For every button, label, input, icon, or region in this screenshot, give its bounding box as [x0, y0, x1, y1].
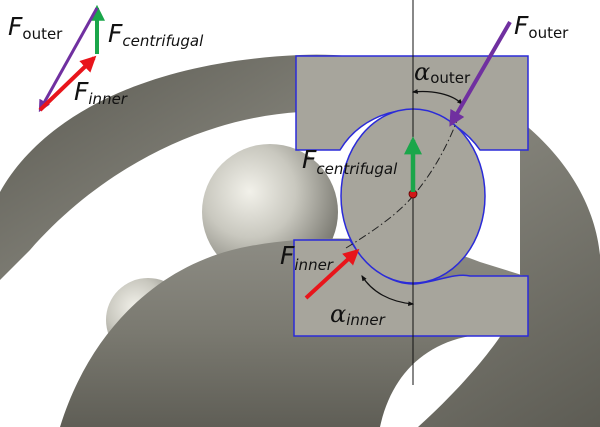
alpha-outer-label: αouter	[414, 58, 471, 87]
outer-force-label: Fouter	[514, 11, 569, 42]
outer-force-arrow	[449, 20, 512, 127]
inner-force-arrow	[304, 248, 360, 300]
centrifugal-force-label: Fcentrifugal	[302, 145, 398, 178]
legend-outer-label: Fouter	[8, 12, 63, 43]
legend-inner-arrow	[38, 55, 97, 112]
outer-ring	[0, 54, 600, 427]
force-vector-legend	[38, 4, 105, 113]
legend-outer-arrow	[38, 7, 99, 113]
legend-inner-label: Finner	[74, 77, 128, 108]
alpha-outer-arc	[411, 89, 463, 105]
inner-force-label: Finner	[280, 241, 334, 274]
alpha-inner-arc	[361, 274, 415, 306]
alpha-inner-label: αinner	[330, 300, 386, 329]
legend-centrifugal-label: Fcentrifugal	[108, 19, 204, 50]
